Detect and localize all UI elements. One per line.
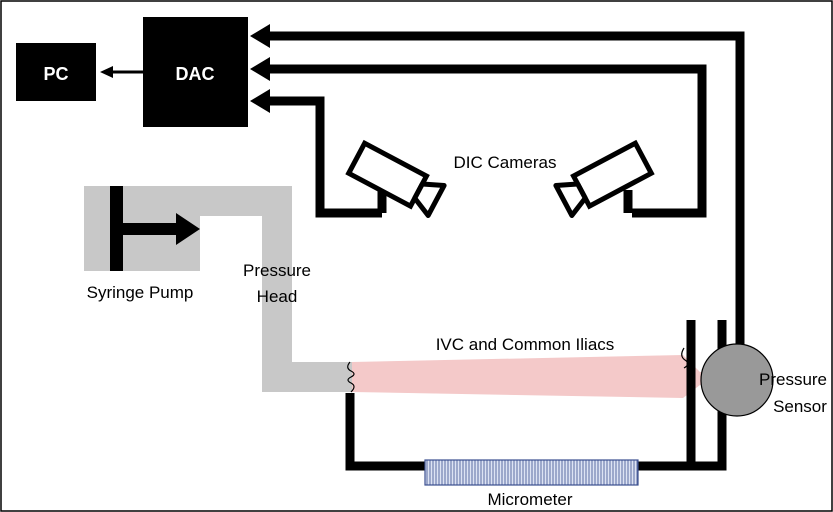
- pressure-head-label-line2: Head: [257, 287, 298, 306]
- ivc-label: IVC and Common Iliacs: [436, 335, 615, 354]
- pressure-head-label-line1: Pressure: [243, 261, 311, 280]
- pressure-sensor: [700, 343, 774, 417]
- syringe-pump-label: Syringe Pump: [87, 283, 194, 302]
- left-camera-to-dac-wire: [250, 89, 382, 218]
- dac-to-pc-arrow: [100, 66, 143, 78]
- micrometer: [424, 459, 639, 486]
- pressure-sensor-label-line1: Pressure: [759, 370, 827, 389]
- dac-box: [143, 17, 248, 127]
- right-camera-to-dac-wire: [250, 57, 707, 218]
- pressure-sensor-label-line2: Sensor: [773, 397, 827, 416]
- micrometer-label: Micrometer: [487, 490, 572, 509]
- pc-label: PC: [43, 64, 68, 84]
- left-camera-icon: [345, 139, 447, 218]
- dic-cameras-label: DIC Cameras: [454, 153, 557, 172]
- syringe-plunger-icon: [110, 186, 200, 271]
- ivc-vessel: [347, 347, 735, 398]
- pc-box: [16, 43, 96, 101]
- right-camera-icon: [553, 139, 655, 218]
- dac-label: DAC: [176, 64, 215, 84]
- sensor-to-dac-wire: [250, 24, 745, 352]
